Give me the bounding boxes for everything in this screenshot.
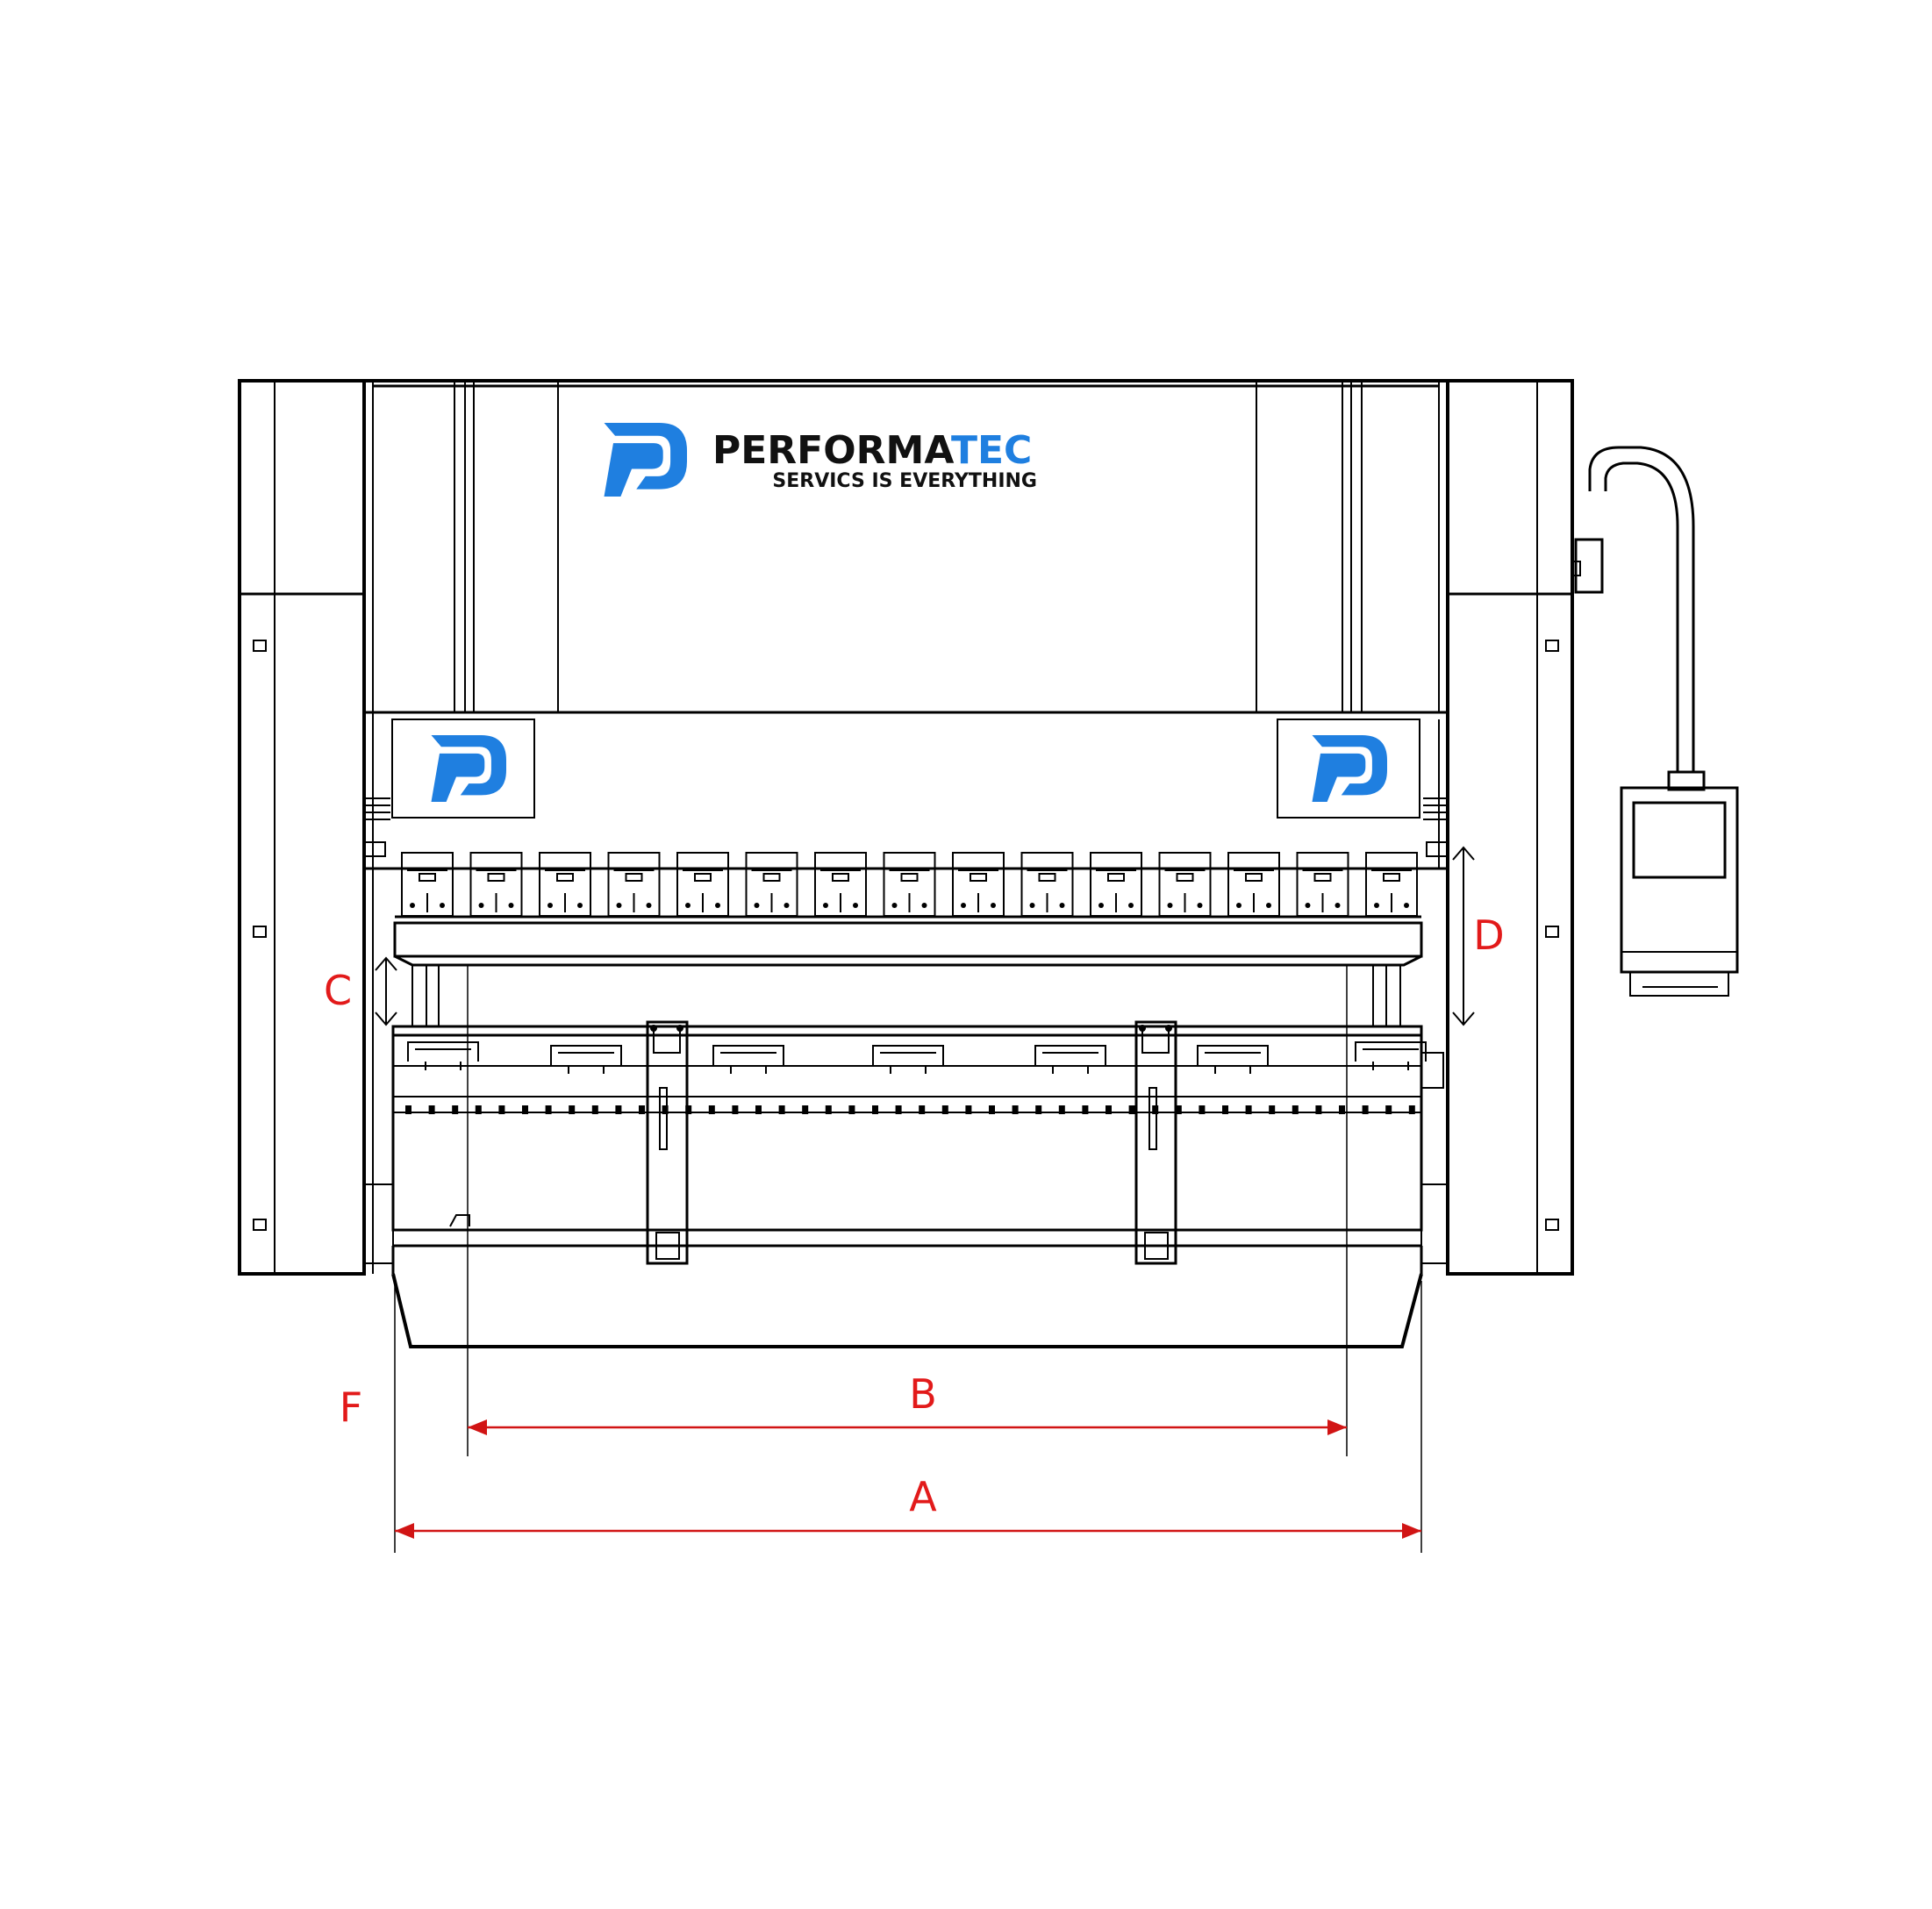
clamp-block bbox=[883, 852, 936, 917]
peg bbox=[522, 1105, 528, 1114]
peg bbox=[732, 1105, 739, 1114]
peg bbox=[428, 1105, 435, 1114]
performatec-logo bbox=[604, 423, 687, 497]
peg bbox=[1292, 1105, 1299, 1114]
backgauge-finger bbox=[550, 1045, 622, 1074]
clamp-block bbox=[469, 852, 523, 917]
peg bbox=[498, 1105, 505, 1114]
brand-name: PERFORMATEC bbox=[712, 428, 1032, 473]
clamp-block bbox=[1227, 852, 1280, 917]
peg bbox=[802, 1105, 809, 1114]
peg bbox=[452, 1105, 459, 1114]
clamp-block bbox=[1365, 852, 1418, 917]
dimension-label-f: F bbox=[340, 1383, 362, 1431]
clamp-block bbox=[1020, 852, 1074, 917]
right-side-frame bbox=[1446, 379, 1574, 1276]
peg bbox=[1385, 1105, 1392, 1114]
peg bbox=[825, 1105, 832, 1114]
performatec-logo-plate-right bbox=[1312, 735, 1387, 802]
backgauge-fingers bbox=[407, 1041, 1427, 1074]
dimension-label-c: C bbox=[324, 967, 352, 1014]
peg bbox=[872, 1105, 878, 1114]
backgauge-finger bbox=[1197, 1045, 1269, 1074]
peg bbox=[1315, 1105, 1322, 1114]
dimension-label-d: D bbox=[1473, 912, 1504, 959]
peg bbox=[1362, 1105, 1369, 1114]
peg bbox=[778, 1105, 785, 1114]
peg bbox=[1012, 1105, 1019, 1114]
peg bbox=[941, 1105, 948, 1114]
peg bbox=[1408, 1105, 1415, 1114]
left-side-frame bbox=[238, 379, 366, 1276]
peg bbox=[685, 1105, 692, 1114]
peg bbox=[1222, 1105, 1228, 1114]
peg bbox=[1128, 1105, 1135, 1114]
peg bbox=[1106, 1105, 1112, 1114]
clamp-block bbox=[539, 852, 591, 917]
peg bbox=[545, 1105, 552, 1114]
support-arm-right bbox=[1134, 1020, 1177, 1265]
dimension-label-b: B bbox=[909, 1370, 937, 1418]
clamp-block bbox=[814, 852, 867, 917]
upper-clamp-row bbox=[401, 852, 1418, 917]
peg bbox=[1269, 1105, 1276, 1114]
peg bbox=[1152, 1105, 1159, 1114]
dimension-label-a: A bbox=[909, 1473, 937, 1520]
peg bbox=[1058, 1105, 1065, 1114]
peg bbox=[405, 1105, 411, 1114]
clamp-block bbox=[1090, 852, 1142, 917]
peg bbox=[615, 1105, 622, 1114]
peg bbox=[639, 1105, 645, 1114]
clamp-block bbox=[952, 852, 1005, 917]
peg bbox=[1339, 1105, 1345, 1114]
backgauge-finger bbox=[872, 1045, 944, 1074]
peg bbox=[708, 1105, 715, 1114]
clamp-block bbox=[676, 852, 729, 917]
backgauge-finger bbox=[712, 1045, 784, 1074]
brand-tagline: SERVICS IS EVERYTHING bbox=[772, 470, 1037, 492]
backgauge-finger bbox=[407, 1041, 479, 1070]
peg bbox=[1245, 1105, 1252, 1114]
peg bbox=[848, 1105, 855, 1114]
backgauge-pegs bbox=[405, 1105, 1415, 1114]
peg bbox=[1175, 1105, 1182, 1114]
clamp-block bbox=[1296, 852, 1349, 917]
machine-frame bbox=[238, 379, 1574, 1348]
peg bbox=[1199, 1105, 1206, 1114]
dimension-lines bbox=[375, 846, 1475, 1553]
clamp-block bbox=[607, 852, 661, 917]
peg bbox=[965, 1105, 972, 1114]
backgauge-finger bbox=[1034, 1045, 1106, 1074]
peg bbox=[755, 1105, 762, 1114]
clamp-block bbox=[745, 852, 798, 917]
peg bbox=[1035, 1105, 1042, 1114]
clamp-block bbox=[1158, 852, 1212, 917]
support-arm-left bbox=[646, 1020, 689, 1265]
peg bbox=[591, 1105, 598, 1114]
peg bbox=[919, 1105, 926, 1114]
peg bbox=[895, 1105, 902, 1114]
performatec-logo-plate-left bbox=[431, 735, 506, 802]
peg bbox=[662, 1105, 669, 1114]
peg bbox=[475, 1105, 482, 1114]
peg bbox=[569, 1105, 576, 1114]
clamp-block bbox=[401, 852, 454, 917]
peg bbox=[989, 1105, 995, 1114]
pendant-control-panel bbox=[1571, 446, 1739, 997]
peg bbox=[1082, 1105, 1089, 1114]
